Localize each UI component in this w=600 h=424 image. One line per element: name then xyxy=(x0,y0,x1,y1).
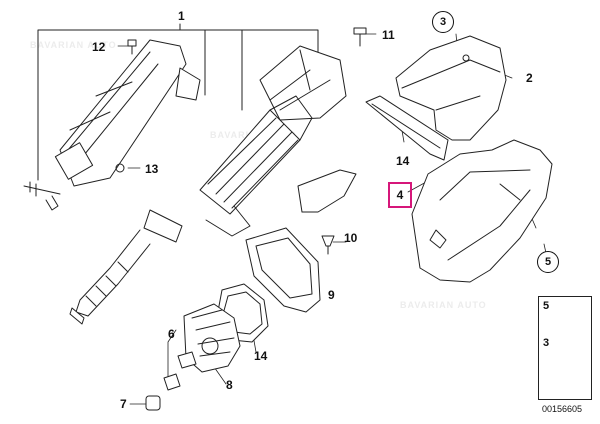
callout-14-upper: 14 xyxy=(396,154,410,168)
callout-4-highlighted[interactable]: 4 xyxy=(388,182,412,208)
callout-13: 13 xyxy=(145,162,159,176)
upper-trim-cover xyxy=(395,35,507,141)
watermark: BAVARIAN AUTO xyxy=(400,300,487,310)
clip-10 xyxy=(321,235,335,255)
nut-13 xyxy=(115,163,125,173)
legend-label-5: 5 xyxy=(543,300,550,312)
callout-14-lower: 14 xyxy=(254,349,268,363)
bolt-assembly xyxy=(23,181,61,211)
callout-3: 3 xyxy=(432,11,454,33)
callout-12: 12 xyxy=(92,40,106,54)
callout-10: 10 xyxy=(344,231,358,245)
trim-strip xyxy=(365,95,449,161)
legend-label-3: 3 xyxy=(543,337,550,349)
watermark: BAVARIAN AUTO xyxy=(30,40,117,50)
steering-column xyxy=(54,39,357,325)
screw-11 xyxy=(353,27,367,47)
legend-box: 5 3 xyxy=(538,296,592,400)
sleeve xyxy=(145,395,161,411)
callout-8: 8 xyxy=(226,378,233,392)
callout-7: 7 xyxy=(120,397,127,411)
callout-5: 5 xyxy=(537,251,559,273)
lower-trim-cover xyxy=(411,139,553,283)
callout-1: 1 xyxy=(178,9,185,23)
screw-12 xyxy=(127,39,137,55)
clamp xyxy=(163,351,197,391)
mounting-frame xyxy=(245,227,321,313)
callout-9: 9 xyxy=(328,288,335,302)
callout-2: 2 xyxy=(526,71,533,85)
document-number: 00156605 xyxy=(542,404,583,414)
callout-6: 6 xyxy=(168,327,175,341)
callout-11: 11 xyxy=(382,28,395,42)
